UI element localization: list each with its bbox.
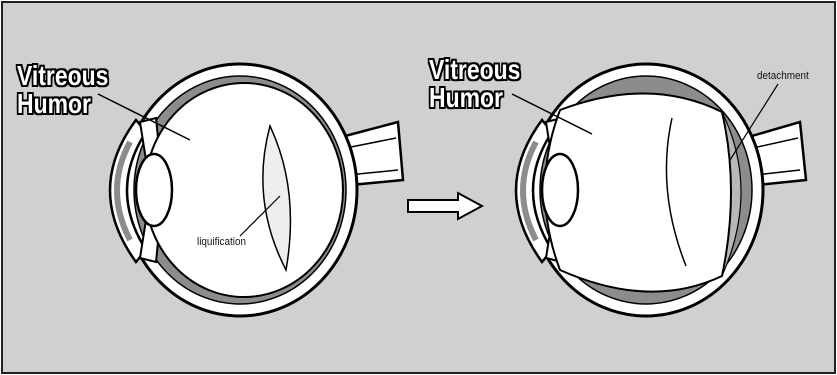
left-liquification-label: liquification bbox=[197, 236, 246, 248]
right-detachment-label: detachment bbox=[757, 70, 809, 82]
right-vitreous-title-line1: Vitreous bbox=[429, 56, 520, 84]
right-lens bbox=[542, 154, 578, 226]
right-vitreous-title-line2: Humor bbox=[429, 84, 503, 112]
left-vitreous-body bbox=[145, 83, 343, 297]
left-vitreous-title-line1: Vitreous bbox=[17, 62, 108, 90]
left-lens bbox=[136, 154, 172, 226]
left-vitreous-title-line2: Humor bbox=[17, 90, 91, 118]
